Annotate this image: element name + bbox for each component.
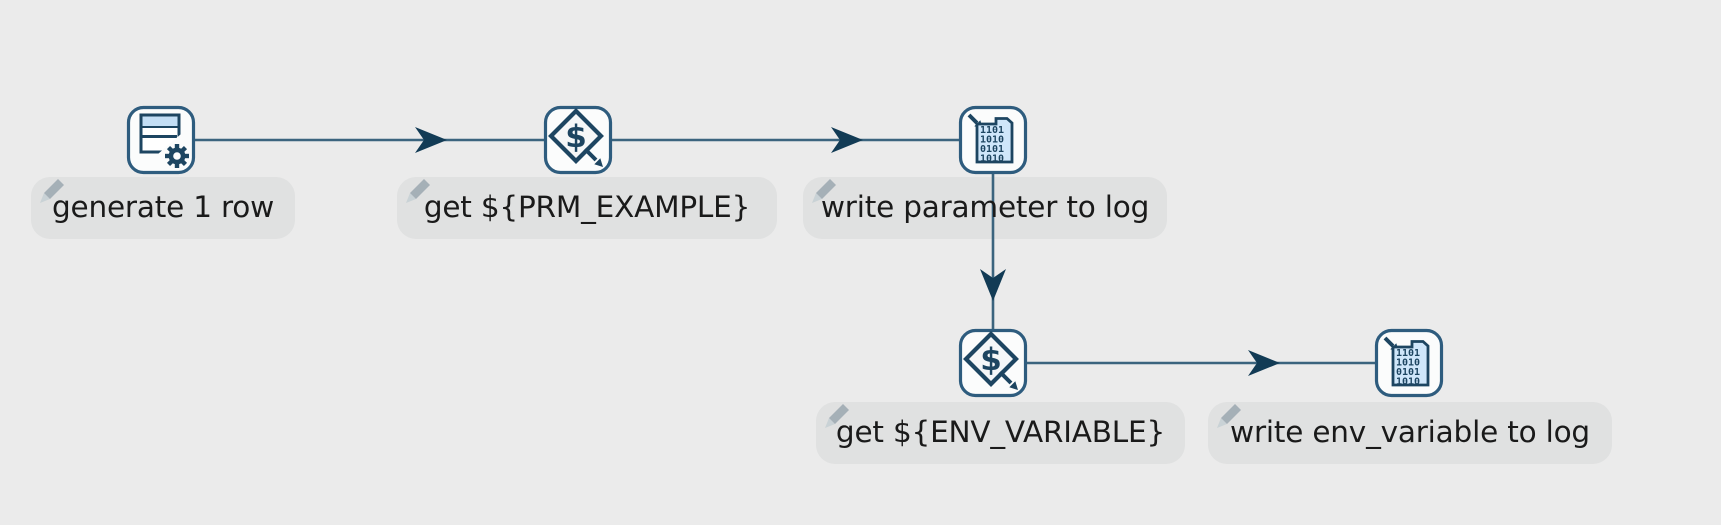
step-name-write-parameter-to-log[interactable]: write parameter to log	[820, 190, 1150, 224]
write-to-log-step-icon[interactable]: 1101 1010 0101 1010	[958, 105, 1028, 175]
gear-icon	[165, 144, 189, 168]
get-variables-step-icon[interactable]: $	[543, 105, 613, 175]
hop-generate-to-get-prm[interactable]	[161, 127, 578, 153]
get-variables-step-icon[interactable]: $	[958, 328, 1028, 398]
step-label-pill[interactable]	[816, 402, 1185, 464]
table-icon	[139, 113, 181, 154]
dollar-glyph: $	[565, 119, 587, 155]
step-name-get-env-variable[interactable]: get ${ENV_VARIABLE}	[835, 415, 1166, 449]
dollar-glyph: $	[980, 342, 1002, 378]
hop-get-env-to-write-env[interactable]	[993, 350, 1409, 376]
svg-text:1010: 1010	[1396, 377, 1420, 388]
diamond-icon	[548, 108, 604, 164]
svg-text:1101: 1101	[1396, 348, 1420, 359]
arrow-down-right-icon	[998, 370, 1018, 390]
edit-pencil-icon[interactable]	[822, 404, 854, 430]
svg-text:1101: 1101	[980, 125, 1004, 136]
generate-rows-step-icon[interactable]	[126, 105, 196, 175]
svg-text:0101: 0101	[1396, 367, 1420, 378]
step-label-pill[interactable]	[397, 177, 777, 239]
edit-pencil-icon[interactable]	[37, 179, 69, 205]
edit-pencil-icon[interactable]	[1214, 404, 1246, 430]
step-name-write-env-variable-to-log[interactable]: write env_variable to log	[1230, 415, 1590, 449]
edit-pencil-icon[interactable]	[403, 179, 435, 205]
arrow-down-right-icon	[583, 147, 603, 167]
step-label-pill[interactable]	[31, 177, 295, 239]
write-to-log-step-icon[interactable]: 1101 1010 0101 1010	[1374, 328, 1444, 398]
step-name-get-prm-example[interactable]: get ${PRM_EXAMPLE}	[423, 190, 751, 224]
hop-get-prm-to-write-parameter[interactable]	[578, 127, 993, 153]
diamond-icon	[963, 331, 1019, 387]
svg-text:1010: 1010	[980, 154, 1004, 165]
step-name-generate-1-row[interactable]: generate 1 row	[51, 190, 275, 224]
step-label-pill[interactable]	[1208, 402, 1612, 464]
log-document-icon: 1101 1010 0101 1010	[975, 117, 1014, 165]
step-label-pill[interactable]	[803, 177, 1167, 239]
log-document-icon: 1101 1010 0101 1010	[1391, 340, 1430, 388]
edit-pencil-icon[interactable]	[809, 179, 841, 205]
